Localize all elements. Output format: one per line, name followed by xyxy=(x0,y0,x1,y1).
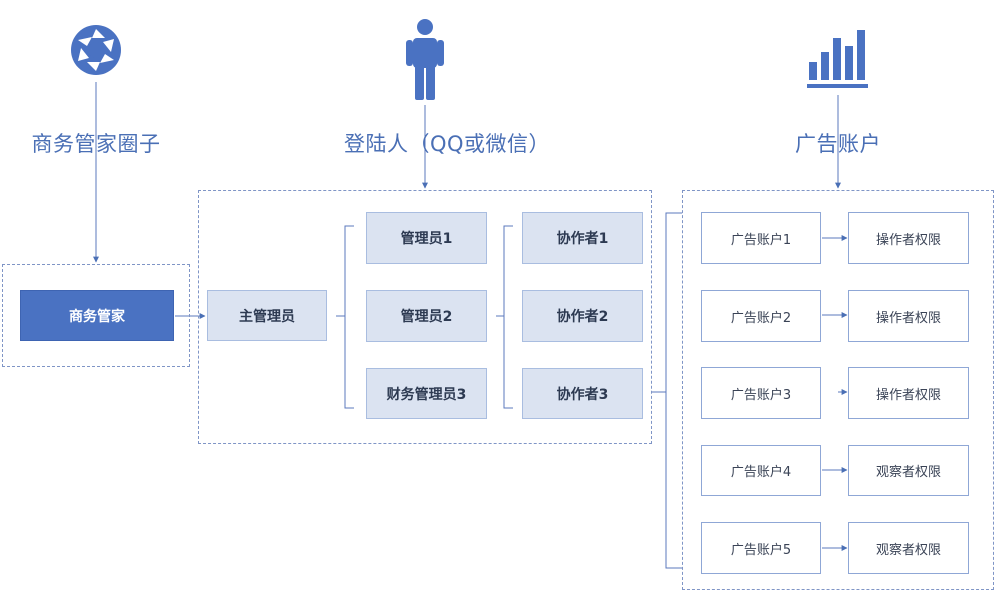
person-icon xyxy=(406,19,444,100)
group-ad-accounts xyxy=(682,190,994,590)
node-admin-3: 财务管理员3 xyxy=(366,368,487,419)
node-permission-3: 操作者权限 xyxy=(848,367,969,419)
bracket-collaborators xyxy=(503,225,513,409)
heading-ad-accounts: 广告账户 xyxy=(795,132,881,156)
node-permission-1: 操作者权限 xyxy=(848,212,969,264)
group-login xyxy=(198,190,652,444)
bar-chart-icon xyxy=(807,30,868,88)
node-admin-1: 管理员1 xyxy=(366,212,487,264)
aperture-icon xyxy=(71,25,121,75)
node-permission-4: 观察者权限 xyxy=(848,445,969,496)
node-ad-account-3: 广告账户3 xyxy=(701,367,821,419)
bracket-admins xyxy=(344,225,354,409)
node-collaborator-3: 协作者3 xyxy=(522,368,643,419)
heading-login: 登陆人（QQ或微信） xyxy=(343,132,551,156)
node-ad-account-5: 广告账户5 xyxy=(701,522,821,574)
node-admin-2: 管理员2 xyxy=(366,290,487,342)
node-ad-account-2: 广告账户2 xyxy=(701,290,821,342)
bracket-ad-accounts xyxy=(665,212,682,569)
node-permission-2: 操作者权限 xyxy=(848,290,969,342)
node-collaborator-2: 协作者2 xyxy=(522,290,643,342)
node-business-manager: 商务管家 xyxy=(20,290,174,341)
heading-circle: 商务管家圈子 xyxy=(31,132,161,156)
group-business-manager xyxy=(2,264,190,367)
node-collaborator-1: 协作者1 xyxy=(522,212,643,264)
node-main-admin: 主管理员 xyxy=(207,290,327,341)
node-ad-account-4: 广告账户4 xyxy=(701,445,821,496)
node-ad-account-1: 广告账户1 xyxy=(701,212,821,264)
node-permission-5: 观察者权限 xyxy=(848,522,969,574)
